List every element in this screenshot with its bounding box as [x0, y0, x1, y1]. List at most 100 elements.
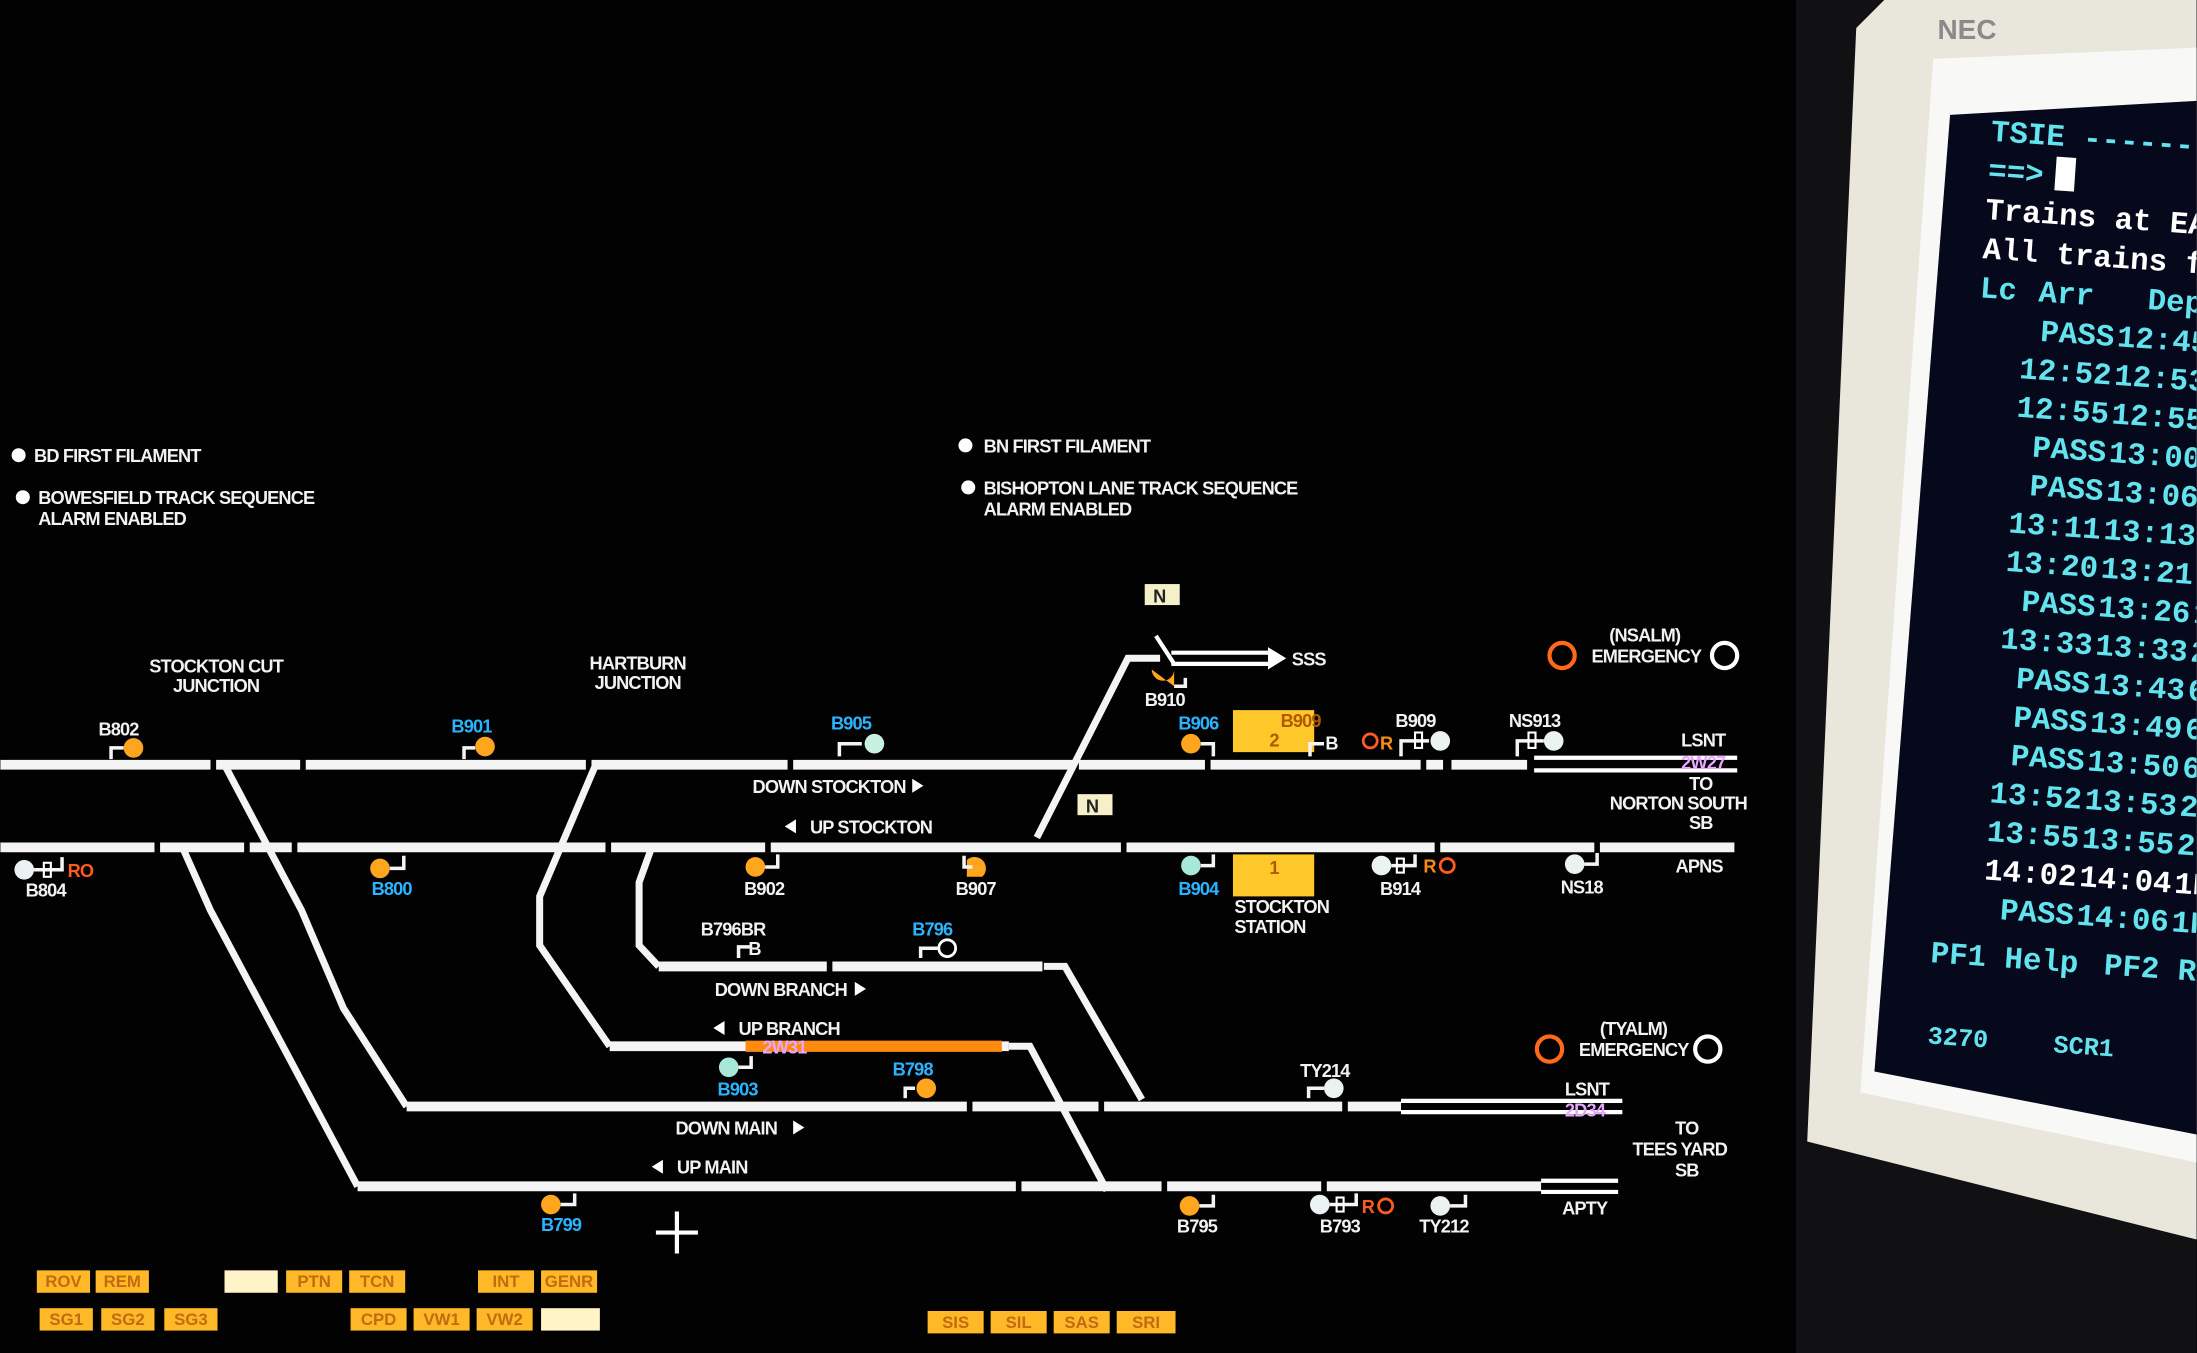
button-cpd[interactable]: CPD	[350, 1308, 407, 1331]
button-blank-1[interactable]	[224, 1270, 278, 1293]
arrow-right-icon	[793, 1120, 805, 1135]
signal-label: B793	[1320, 1217, 1361, 1237]
signal-label: B796BR	[701, 920, 766, 940]
signal-ty214[interactable]: TY214	[1300, 1061, 1352, 1099]
train-description-2w31[interactable]: 2W31	[762, 1037, 808, 1057]
crossover-hartburn-up-branch[interactable]	[536, 763, 613, 1049]
button-genr[interactable]: GENR	[541, 1270, 598, 1293]
signal-aspect-icon	[745, 857, 766, 877]
tees-to-label: TO	[1675, 1119, 1699, 1139]
signal-b798[interactable]: B798	[893, 1060, 937, 1099]
signal-b910[interactable]: B910	[1145, 669, 1188, 710]
signal-b795[interactable]: B795	[1177, 1194, 1219, 1237]
button-sg3[interactable]: SG3	[164, 1308, 218, 1331]
platform-1[interactable]: 1	[1232, 854, 1315, 897]
signal-b904[interactable]: B904	[1178, 854, 1221, 899]
signal-b800[interactable]: B800	[370, 855, 413, 899]
track-down-main-exit[interactable]	[1401, 1098, 1623, 1115]
down-stockton-label: DOWN STOCKTON	[753, 777, 906, 797]
svg-text:SG2: SG2	[111, 1310, 145, 1329]
track-up-main-exit[interactable]	[1541, 1178, 1619, 1195]
signal-label: B909	[1395, 711, 1436, 731]
tsie-terminal: TSIE ---------- ==> Trains at EAGL All t…	[1927, 116, 2197, 1065]
crossover-up-main[interactable]	[179, 845, 361, 1188]
ground-frame-n-lower[interactable]: N	[1077, 794, 1113, 816]
button-sil[interactable]: SIL	[990, 1310, 1047, 1334]
ground-frame-label: N	[1086, 796, 1098, 816]
button-int[interactable]: INT	[478, 1270, 535, 1293]
signal-b907[interactable]: B907	[956, 855, 997, 899]
train-row-x: 1P	[2170, 906, 2197, 943]
berth-apns: APNS	[1676, 857, 1724, 877]
train-description: 2W27	[1681, 753, 1726, 773]
route-indicator-icon	[1438, 857, 1456, 874]
button-vw2[interactable]: VW2	[476, 1308, 533, 1331]
button-sis[interactable]: SIS	[927, 1310, 984, 1334]
crossover-up-branch-main[interactable]	[1008, 1042, 1110, 1193]
alarm-lamp-icon[interactable]	[11, 448, 26, 463]
alarm-lamp-icon[interactable]	[15, 490, 30, 505]
signal-b902[interactable]: B902	[744, 854, 786, 899]
signal-label: R	[1380, 733, 1393, 753]
train-row-dep: 12:45	[2116, 321, 2197, 362]
track-down-stockton-exit[interactable]	[1534, 755, 1738, 773]
shunt-signal-b[interactable]: B	[1308, 733, 1339, 757]
train-row-dep: 14:04	[2078, 861, 2173, 902]
signal-b906[interactable]: B906	[1178, 714, 1220, 757]
emergency-reset-icon[interactable]	[1693, 1034, 1723, 1064]
signal-b903[interactable]: B903	[718, 1056, 759, 1099]
alarm-lamp-icon[interactable]	[958, 438, 973, 453]
signal-label: TY212	[1419, 1217, 1469, 1237]
command-input-cursor[interactable]	[2054, 156, 2077, 192]
signal-label: B802	[98, 719, 139, 739]
emergency-alarm-icon[interactable]	[1547, 640, 1577, 671]
crossover-sss[interactable]	[1033, 654, 1161, 840]
button-sri[interactable]: SRI	[1116, 1310, 1176, 1334]
train-row-dep: 13:26	[2097, 591, 2192, 632]
sss-siding-track[interactable]	[1171, 650, 1268, 666]
button-sg2[interactable]: SG2	[101, 1308, 155, 1331]
train-row-dep: 13:00	[2108, 437, 2197, 478]
signal-b901[interactable]: B901	[451, 717, 495, 760]
crossover-down-branch-main[interactable]	[1043, 962, 1145, 1102]
button-rov[interactable]: ROV	[36, 1270, 91, 1293]
signal-ns913[interactable]: NS913	[1509, 711, 1564, 757]
signal-aspect-icon	[1151, 669, 1175, 687]
button-sas[interactable]: SAS	[1053, 1310, 1110, 1334]
column-header-dep: Dep	[2146, 284, 2197, 323]
signal-b796[interactable]: B796	[912, 920, 958, 959]
signal-ns18[interactable]: NS18	[1561, 852, 1604, 898]
signal-b799[interactable]: B799	[541, 1193, 583, 1235]
button-ptn[interactable]: PTN	[286, 1270, 343, 1293]
button-blank-2[interactable]	[541, 1308, 600, 1331]
train-row-dep: 13:53	[2083, 784, 2178, 825]
crossover-stockton-cut[interactable]	[221, 763, 410, 1109]
hartburn-junction-label: HARTBURN	[590, 653, 686, 673]
train-row-arr: 13:20	[2005, 546, 2100, 587]
tees-sb-label: SB	[1675, 1161, 1699, 1181]
emergency-alarm-icon[interactable]	[1534, 1034, 1565, 1064]
signal-ty212[interactable]: TY212	[1419, 1194, 1470, 1237]
emergency-reset-icon[interactable]	[1709, 640, 1740, 671]
ground-frame-n-upper[interactable]: N	[1144, 584, 1180, 606]
signal-b802[interactable]: B802	[98, 719, 144, 760]
button-tcn[interactable]: TCN	[349, 1270, 406, 1293]
train-row-x: 2D	[2178, 791, 2197, 828]
svg-text:CPD: CPD	[361, 1310, 396, 1329]
train-row-arr: 12:52	[2018, 353, 2113, 394]
button-sg1[interactable]: SG1	[39, 1308, 93, 1331]
signal-b905[interactable]: B905	[831, 714, 885, 757]
signal-aspect-icon	[966, 856, 986, 877]
alarm-lamp-icon[interactable]	[961, 480, 976, 495]
crossover-hartburn-down-branch[interactable]	[635, 846, 662, 969]
button-vw1[interactable]: VW1	[413, 1308, 470, 1331]
button-rem[interactable]: REM	[95, 1270, 149, 1293]
